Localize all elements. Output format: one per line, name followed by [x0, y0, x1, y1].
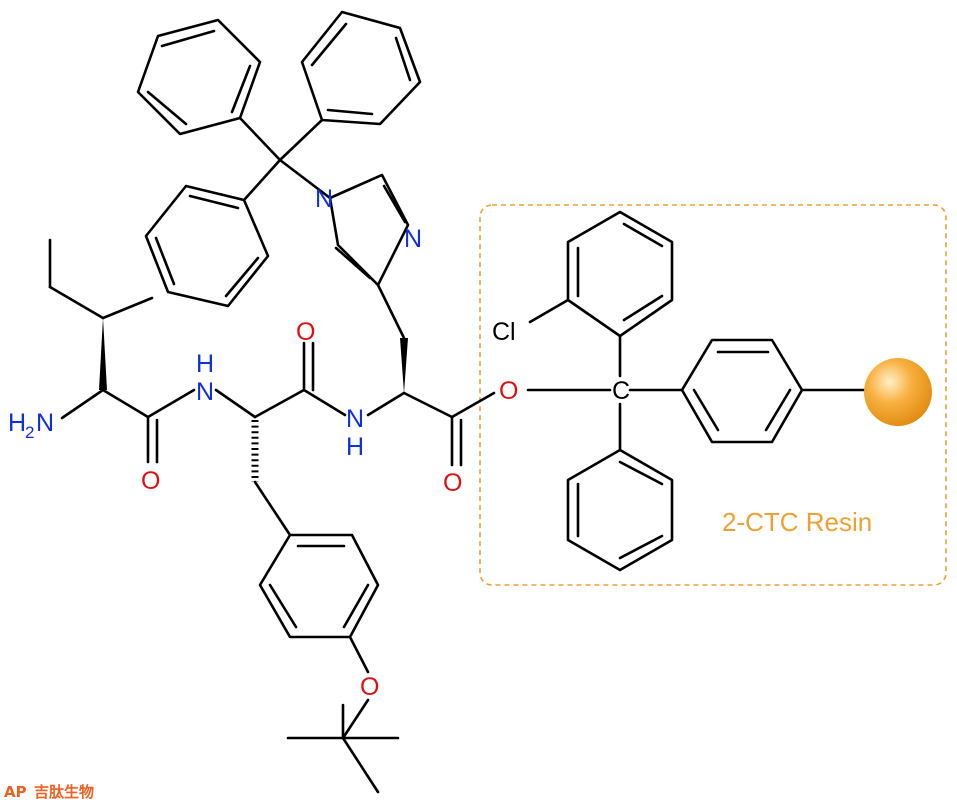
imidazole-n3-label: N [404, 225, 422, 253]
amine-n-label: N [36, 409, 54, 437]
ether-o-label: O [360, 673, 379, 701]
amine-subscript-label: 2 [25, 423, 34, 442]
amine-h-label: H [8, 409, 26, 437]
chlorotrityl-linker [526, 210, 866, 572]
amide2-n-label: N [346, 405, 364, 433]
imidazole-n1-label: N [315, 185, 333, 213]
chlorine-label: Cl [492, 318, 516, 346]
histidine-residue [136, 10, 496, 467]
trityl-carbon-label: C [612, 377, 630, 405]
ile-carbonyl-o-label: O [141, 467, 160, 495]
tyr-carbonyl-o-label: O [296, 318, 315, 346]
amide1-n-label: N [196, 378, 214, 406]
his-carbonyl-o-label: O [443, 469, 462, 497]
company-logo-mark: AP [4, 783, 27, 801]
company-logo-text: 吉肽生物 [34, 783, 94, 801]
resin-label: 2-CTC Resin [722, 507, 872, 537]
resin-bead-icon [864, 358, 932, 426]
ester-o-label: O [499, 377, 518, 405]
tyrosine-residue [214, 341, 400, 794]
amide1-h-label: H [196, 350, 214, 378]
isoleucine-residue [48, 238, 196, 464]
resin-region-box [479, 204, 947, 586]
amide2-h-label: H [346, 433, 364, 461]
